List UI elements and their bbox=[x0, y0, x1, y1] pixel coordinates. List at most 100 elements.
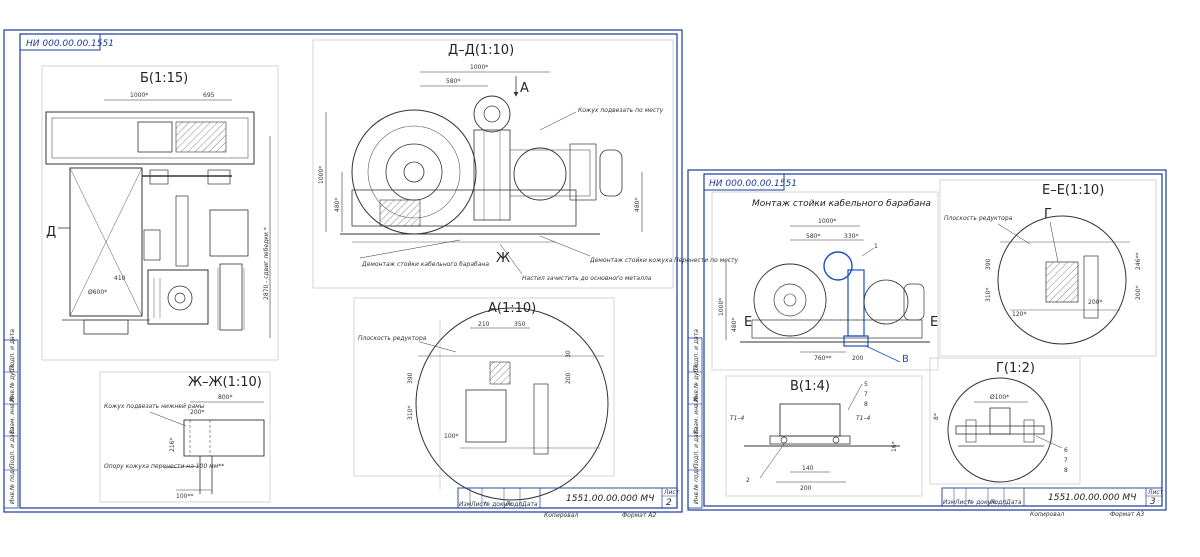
sheet-1-tb-sheet-number: 2 bbox=[666, 498, 672, 508]
view-v-callout-2: 2 bbox=[746, 477, 750, 484]
sheet-2-side-label: Инв.№ дубл. bbox=[693, 363, 700, 402]
sheet-2-title-block: Изм Лист № докум. Подп. Дата 1551.00.00.… bbox=[941, 487, 1164, 518]
view-a-dim-350: 350 bbox=[514, 321, 526, 328]
view-a-frame bbox=[353, 297, 615, 477]
view-zh-dim-216: 216* bbox=[169, 438, 176, 452]
sheet-1-inner-frame bbox=[19, 33, 678, 509]
view-g-frame bbox=[929, 357, 1081, 485]
view-ee-frame bbox=[939, 179, 1157, 357]
view-v-side-note-left: Т1–4 bbox=[730, 415, 744, 422]
sheet-1-tb-col: Подп. bbox=[506, 501, 524, 508]
view-v-dim-200: 200 bbox=[800, 485, 812, 492]
view-b-dim-410: 410 bbox=[114, 275, 126, 282]
view-g-callout-7: 7 bbox=[1064, 457, 1068, 464]
view-a: А(1:10) 210 350 30 200 390 310* 100* Пло… bbox=[353, 297, 615, 501]
view-a-dim-200: 200 bbox=[565, 372, 572, 384]
view-ee-dim-120: 120* bbox=[1012, 311, 1026, 318]
sheet-1-tb-copied: Копировал bbox=[544, 512, 578, 519]
mount-blue-label: В bbox=[902, 354, 909, 365]
view-zh-dim-200: 200* bbox=[190, 409, 204, 416]
view-ee-note: Плоскость редуктора bbox=[944, 215, 1013, 222]
view-g-dim-100: Ø100* bbox=[990, 394, 1009, 401]
mount-dim-330: 330* bbox=[844, 233, 858, 240]
sheet-2-code-box bbox=[703, 173, 785, 191]
view-zh-title: Ж–Ж(1:10) bbox=[188, 375, 262, 390]
sheet-1-side-label: Взам. инв.№ bbox=[9, 395, 16, 434]
view-ee: Е–Е(1:10) 390 310* 120* 200* 246** 200* … bbox=[939, 179, 1157, 357]
view-g-callout-8: 8 bbox=[1064, 467, 1068, 474]
view-zh-note-cover: Кожух подвезать нижней рамы bbox=[104, 403, 205, 410]
view-g: Г(1:2) Ø100* 8* 6 7 8 bbox=[929, 357, 1081, 485]
mount-callout-1: 1 bbox=[874, 243, 878, 250]
sheet-1-side-stamp: Инв.№ подл. Подп. и дата Взам. инв.№ Инв… bbox=[3, 329, 19, 509]
sheet-1-side-label: Инв.№ дубл. bbox=[9, 363, 16, 402]
view-a-detail-circle bbox=[415, 307, 609, 501]
view-dd-dim-1000-top: 1000* bbox=[470, 64, 488, 71]
mount-dim-480: 480* bbox=[731, 318, 738, 332]
sheet-2-outer-frame bbox=[687, 169, 1167, 511]
view-b-dim-1000: 1000* bbox=[130, 92, 148, 99]
mount-view-title: Монтаж стойки кабельного барабана bbox=[752, 199, 931, 209]
mount-pulley-highlight bbox=[823, 251, 853, 281]
view-b-dim-600: Ø600* bbox=[88, 289, 107, 296]
mount-view: Монтаж стойки кабельного барабана 1000* … bbox=[711, 191, 939, 371]
sheet-1-tb-code: 1551.00.00.000 МЧ bbox=[566, 494, 654, 504]
sheet-2-tb-col: Лист bbox=[954, 499, 971, 506]
view-v-dim-16: 16* bbox=[891, 441, 898, 452]
view-a-dim-30: 30 bbox=[565, 350, 572, 358]
mount-dim-1000-left: 1000* bbox=[718, 298, 725, 316]
view-g-callout-6: 6 bbox=[1064, 447, 1068, 454]
sheet-1-tb-col: Дата bbox=[521, 501, 538, 508]
sheet-2-border-code: НИ 000.00.00.1551 bbox=[709, 179, 797, 189]
view-dd-dim-480-right: 480* bbox=[634, 198, 641, 212]
view-b-title: Б(1:15) bbox=[140, 71, 188, 86]
view-dd-section-label: Ж bbox=[496, 251, 510, 266]
view-v-callout-8: 8 bbox=[864, 401, 868, 408]
view-ee-marker: Г bbox=[1044, 207, 1052, 222]
view-zh: Ж–Ж(1:10) 800* 200* 216* 100** Кожух под… bbox=[99, 371, 271, 503]
view-b-dim-695: 695 bbox=[203, 92, 215, 99]
view-a-note: Плоскость редуктора bbox=[358, 335, 427, 342]
view-dd-note-dismantle-cover: Демонтаж стойки кожуха Перенести по мест… bbox=[589, 257, 739, 264]
sheet-2-tb-sheet-number: 3 bbox=[1150, 497, 1156, 507]
mount-marker-left: Е bbox=[744, 315, 752, 330]
sheet-2-tb-format: Формат А3 bbox=[1110, 511, 1144, 518]
view-v-frame bbox=[725, 375, 923, 497]
mount-marker-right: Е bbox=[930, 315, 938, 330]
view-a-dim-310: 310* bbox=[407, 406, 414, 420]
view-ee-title: Е–Е(1:10) bbox=[1042, 183, 1104, 198]
view-b-frame bbox=[41, 65, 279, 361]
sheet-2-tb-col: № докум. bbox=[967, 499, 998, 506]
view-dd-note-dismantle-drum: Демонтаж стойки кабельного барабана bbox=[361, 261, 489, 268]
view-v-callout-7: 7 bbox=[864, 391, 868, 398]
mount-base-highlight bbox=[843, 335, 869, 347]
sheet-2-tb-col: Изм bbox=[943, 499, 956, 506]
sheet-2-side-label: Взам. инв.№ bbox=[693, 395, 700, 434]
sheet-1-side-label: Инв.№ подл. bbox=[9, 464, 16, 504]
view-ee-detail-circle bbox=[997, 215, 1127, 345]
top-pulley bbox=[473, 95, 511, 133]
view-g-detail-circle bbox=[947, 377, 1053, 483]
sheet-2-tb-copied: Копировал bbox=[1030, 511, 1064, 518]
view-dd-dim-1000-left: 1000* bbox=[318, 166, 325, 184]
view-b: Б(1:15) 1000* 695 410 Ø600* bbox=[41, 65, 279, 361]
view-zh-note-support: Опору кожуха перенести на 100 мм** bbox=[104, 463, 224, 470]
gearbox-housing bbox=[45, 111, 255, 165]
view-zh-dim-800: 800* bbox=[218, 394, 232, 401]
view-v-side-note-right: Т1–4 bbox=[856, 415, 870, 422]
sheet-1-title-block: Изм Лист № докум. Подп. Дата 1551.00.00.… bbox=[457, 487, 680, 519]
view-a-dim-390: 390 bbox=[407, 372, 414, 384]
view-ee-dim-200-bottom: 200* bbox=[1088, 299, 1102, 306]
sheet-1-code-box bbox=[19, 33, 101, 51]
brake-cylinder bbox=[599, 149, 623, 197]
view-dd-title: Д–Д(1:10) bbox=[448, 43, 514, 58]
view-ee-dim-200-right: 200* bbox=[1135, 286, 1142, 300]
view-b-vertical-dim: 2870 - сдвиг лебедки * bbox=[263, 227, 270, 300]
view-b-marker: Д bbox=[46, 225, 56, 240]
sheet-2-inner-frame bbox=[703, 173, 1163, 507]
view-a-dim-210: 210 bbox=[478, 321, 490, 328]
view-dd-note-floor: Настил зачистить до основного металла bbox=[522, 275, 652, 282]
view-v: В(1:4) 140 200 16* 5 7 8 2 Т1–4 Т1–4 bbox=[725, 375, 923, 497]
sheet-1: НИ 000.00.00.1551 Инв.№ подл. Подп. и да… bbox=[3, 29, 739, 519]
